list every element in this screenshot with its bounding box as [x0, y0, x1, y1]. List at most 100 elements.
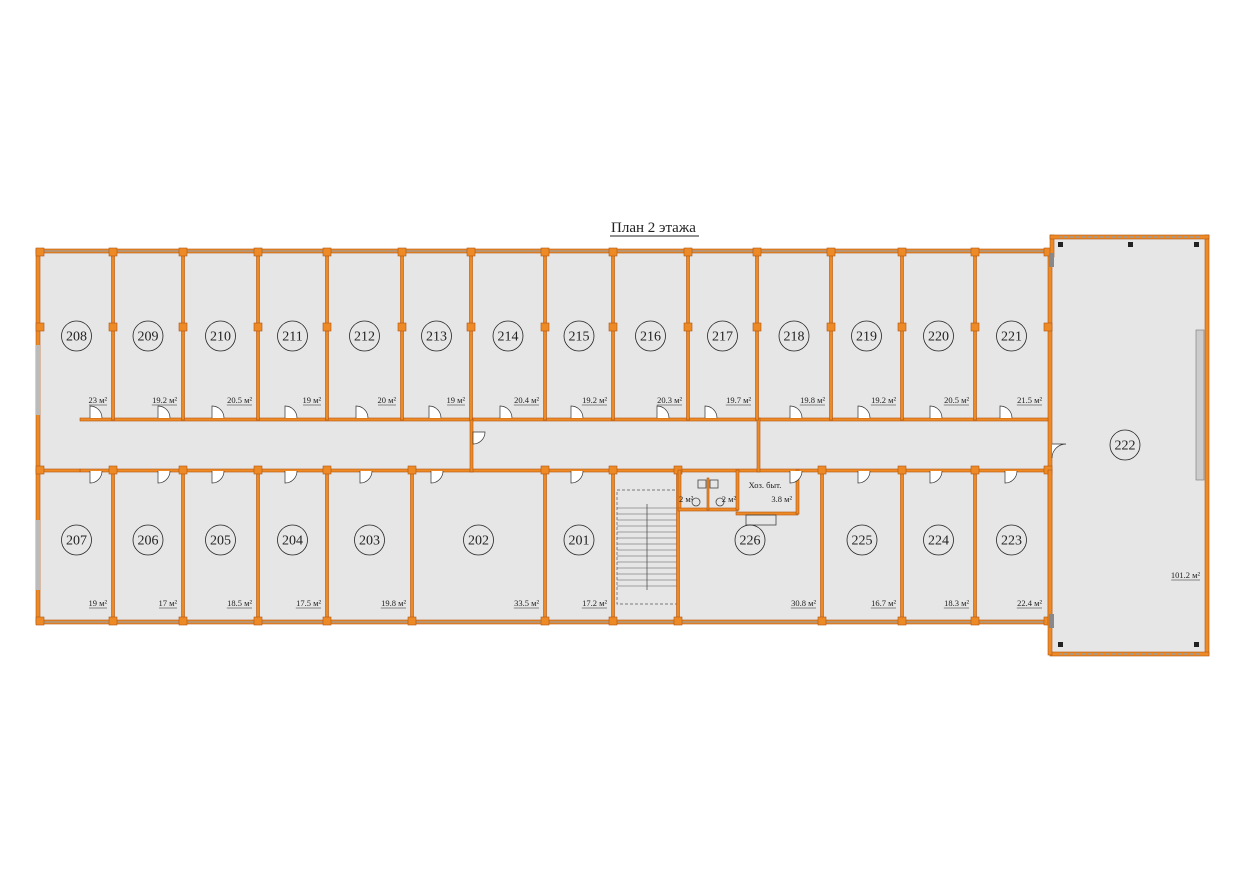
- window-left-top: [36, 345, 40, 415]
- room-223-marker: [996, 524, 1027, 556]
- room-211-number: 211: [282, 330, 302, 345]
- partition-bottom-10: [973, 469, 977, 622]
- partition-top-4: [400, 251, 404, 421]
- room-204-marker: [277, 524, 308, 556]
- room-214-marker: [492, 320, 524, 352]
- room-209-marker: [132, 320, 164, 352]
- wc-wall-left: [677, 469, 682, 511]
- sink-icon: [697, 479, 707, 489]
- door-swing: [472, 431, 486, 445]
- room-208-marker: [61, 320, 92, 352]
- room-202-area: 33.5 м²: [514, 598, 539, 608]
- partition-bottom-2: [256, 469, 260, 622]
- column: [108, 322, 118, 332]
- room-210-marker: [205, 320, 236, 352]
- column: [322, 322, 332, 332]
- column: [540, 247, 550, 257]
- partition-bottom-5: [543, 469, 547, 622]
- room-220-area: 20.5 м²: [944, 395, 969, 405]
- column: [683, 322, 693, 332]
- partition-top-12: [973, 251, 977, 421]
- room-211-area: 19 м²: [302, 395, 321, 405]
- room-216-marker: [635, 320, 666, 352]
- column: [817, 616, 827, 626]
- column: [466, 322, 476, 332]
- door-swing: [1004, 470, 1018, 484]
- room-201-marker: [563, 524, 595, 556]
- column: [178, 247, 188, 257]
- column: [897, 247, 907, 257]
- room-206-number: 206: [138, 534, 159, 549]
- room-214-area: 20.4 м²: [514, 395, 539, 405]
- column: [826, 322, 836, 332]
- sink-icon: [709, 479, 719, 489]
- floor-layer: [40, 238, 1208, 652]
- room-212-marker: [349, 320, 380, 352]
- partition-top-10: [829, 251, 833, 421]
- utility-sink-icon: [745, 514, 777, 526]
- column: [897, 322, 907, 332]
- room-206-area: 17 м²: [158, 598, 177, 608]
- room-204-number: 204: [282, 534, 303, 549]
- room-223-area: 22.4 м²: [1017, 598, 1042, 608]
- room-207-number: 207: [66, 534, 87, 549]
- room-224-number: 224: [928, 534, 949, 549]
- wc2-area: 2 м²: [722, 494, 737, 504]
- hall-wall-right: [1204, 234, 1210, 656]
- column: [540, 322, 550, 332]
- partition-top-6: [543, 251, 547, 421]
- column: [608, 465, 618, 475]
- room-219-number: 219: [856, 330, 877, 345]
- room-215-number: 215: [569, 330, 590, 345]
- partition-top-5: [469, 251, 473, 421]
- hall-column: [1194, 642, 1199, 647]
- partition-bottom-4: [410, 469, 414, 622]
- room-222-area: 101.2 м²: [1171, 570, 1201, 580]
- room-221-area: 21.5 м²: [1017, 395, 1042, 405]
- column: [608, 616, 618, 626]
- room-209-number: 209: [138, 330, 159, 345]
- room-202-number: 202: [468, 534, 489, 549]
- hall-window-small: [1049, 253, 1054, 267]
- room-219-area: 19.2 м²: [871, 395, 896, 405]
- room-222-marker: [1109, 429, 1141, 461]
- column: [253, 322, 263, 332]
- column: [407, 616, 417, 626]
- wc-wall-right: [735, 469, 740, 511]
- hall-column: [1058, 242, 1063, 247]
- room-218-area: 19.8 м²: [800, 395, 825, 405]
- room-201-area: 17.2 м²: [582, 598, 607, 608]
- column: [752, 247, 762, 257]
- partition-top-11: [900, 251, 904, 421]
- column: [970, 322, 980, 332]
- room-225-marker: [846, 524, 878, 556]
- column: [35, 247, 45, 257]
- column: [1043, 322, 1053, 332]
- room-213-area: 19 м²: [446, 395, 465, 405]
- room-201-number: 201: [569, 534, 590, 549]
- door-swing: [929, 405, 943, 419]
- column: [407, 465, 417, 475]
- column: [35, 616, 45, 626]
- room-208-area: 23 м²: [88, 395, 107, 405]
- room-221-number: 221: [1001, 330, 1022, 345]
- room-215-marker: [563, 320, 595, 352]
- door-swing: [157, 405, 171, 419]
- toilet-icon: [715, 497, 725, 507]
- utility-label: Хоз. быт.: [749, 480, 782, 490]
- column: [108, 247, 118, 257]
- column: [35, 322, 45, 332]
- room-223-number: 223: [1001, 534, 1022, 549]
- column: [253, 616, 263, 626]
- column: [253, 465, 263, 475]
- column: [970, 465, 980, 475]
- partition-top-9: [755, 251, 759, 421]
- partition-bottom-8: [820, 469, 824, 622]
- room-222-number: 222: [1115, 439, 1136, 454]
- partition-bottom-9: [900, 469, 904, 622]
- hall-floor: [1052, 238, 1208, 652]
- door-swing: [570, 405, 584, 419]
- room-205-area: 18.5 м²: [227, 598, 252, 608]
- door-swing: [789, 470, 803, 484]
- hall-wall-left-lower: [1047, 469, 1053, 656]
